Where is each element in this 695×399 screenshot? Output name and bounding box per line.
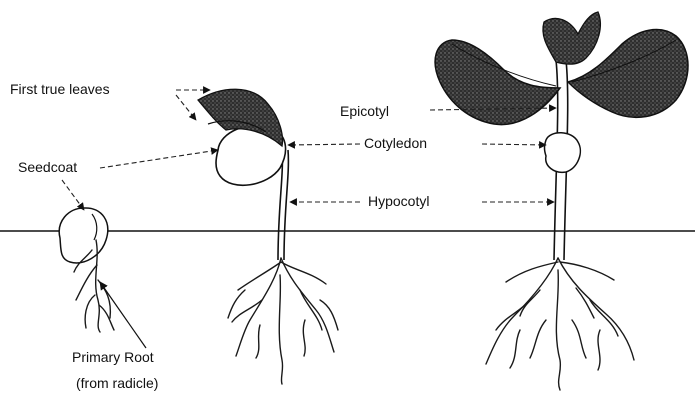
leaf-bud-3: [543, 12, 600, 64]
seedling-stage-3: [435, 12, 688, 390]
leader-cotyledon-right: [482, 144, 546, 145]
label-cotyledon: Cotyledon: [364, 135, 427, 151]
label-first-true-leaves: First true leaves: [10, 81, 110, 97]
label-from-radicle: (from radicle): [76, 375, 158, 391]
label-primary-root: Primary Root: [72, 349, 154, 365]
cotyledon-3: [545, 133, 581, 173]
seedling-stage-2: [198, 89, 338, 384]
seed-stage-1: [59, 208, 114, 332]
leader-seedcoat: [100, 150, 218, 168]
leader-cotyledon-left: [288, 144, 360, 145]
label-epicotyl: Epicotyl: [340, 103, 389, 119]
label-seedcoat: Seedcoat: [18, 159, 77, 175]
seed-coat-shape: [59, 208, 108, 263]
root-system-3: [486, 258, 634, 390]
label-hypocotyl: Hypocotyl: [368, 193, 429, 209]
root-system-2: [228, 258, 338, 384]
